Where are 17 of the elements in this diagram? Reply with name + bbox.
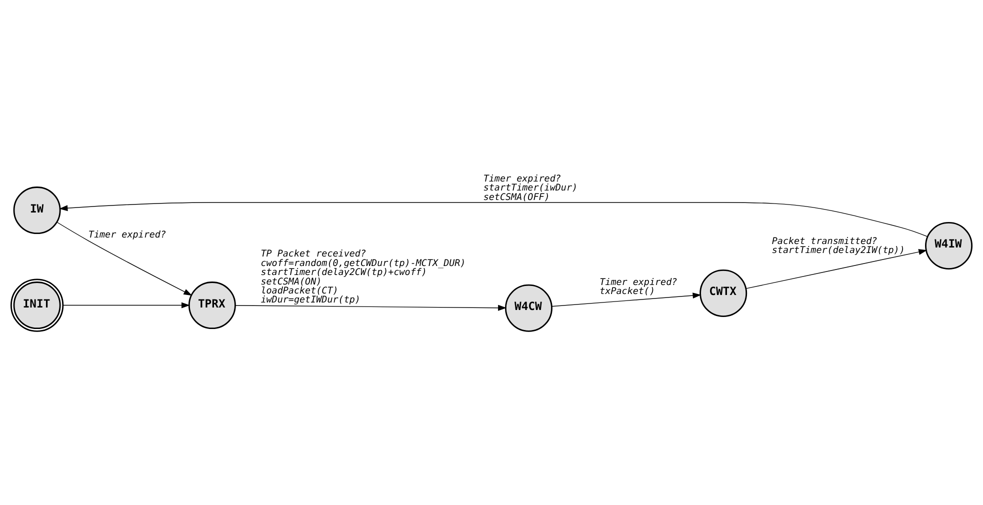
edge-label: Timer expired? <box>88 229 166 240</box>
arrow <box>551 292 702 306</box>
node-circle: W4IW <box>925 221 973 269</box>
arrow <box>62 302 190 308</box>
node-circle: W4CW <box>504 284 552 332</box>
arrow <box>56 221 192 296</box>
arrow <box>234 304 507 310</box>
node-circle: IW <box>13 186 61 234</box>
edge-label: Packet transmitted? startTimer(delay2IW(tp)) <box>772 235 905 256</box>
node-circle: CWTX <box>700 268 748 316</box>
edge-label: Timer expired? startTimer(iwDur) setCSMA(OFF) <box>483 173 578 202</box>
edge-label: Timer expired? txPacket() <box>600 276 678 297</box>
node-circle: INIT <box>10 278 64 332</box>
edge-label: TP Packet received? cwoff=random(0,getCWDur(tp)-MCTX_DUR) startTimer(delay2CW(tp)+cwoff) setCSMA(ON) loadPacket(CT) iwDur=getIWDur(tp) <box>260 248 466 306</box>
arrow <box>59 202 928 236</box>
arrow <box>746 248 928 288</box>
node-circle: TPRX <box>188 281 236 329</box>
